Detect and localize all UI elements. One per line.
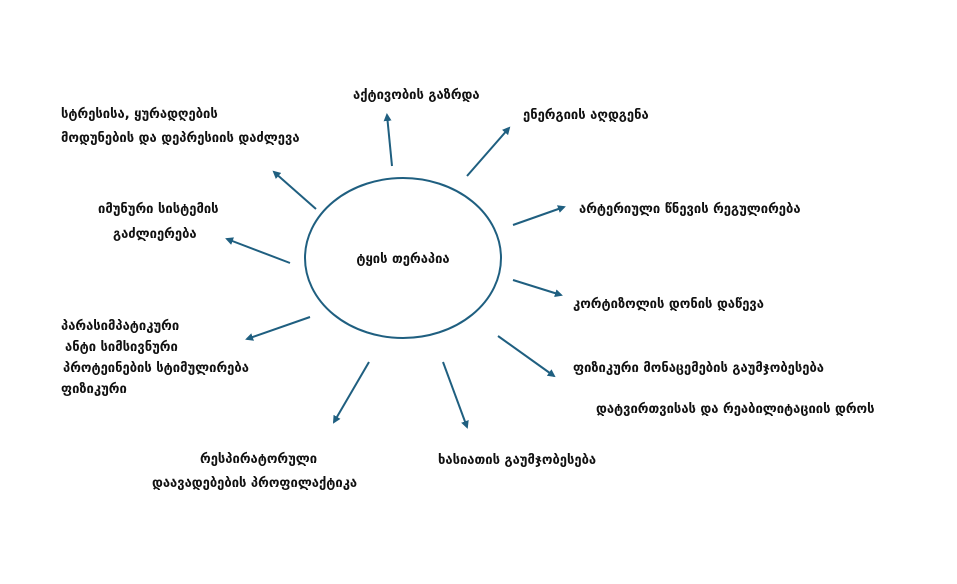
label-parasympathetic-line4: ფიზიკური bbox=[61, 382, 127, 397]
label-physical-line2: დატვირთვისას და რეაბილიტაციის დროს bbox=[596, 402, 875, 417]
arrow-immune bbox=[225, 237, 291, 264]
arrow-energy bbox=[466, 126, 511, 177]
label-stress-line2: მოდუნების და დეპრესიის დაძლევა bbox=[61, 131, 300, 146]
arrow-blood-pressure bbox=[512, 205, 566, 226]
label-parasympathetic-line3: პროტეინების სტიმულირება bbox=[63, 361, 249, 376]
arrow-respiratory bbox=[332, 361, 370, 424]
arrow-activity bbox=[383, 113, 393, 167]
label-parasympathetic-line1: პარასიმპატიკური bbox=[61, 319, 179, 334]
arrow-stress bbox=[272, 170, 317, 210]
arrow-physical bbox=[497, 335, 556, 378]
arrow-parasympathetic bbox=[245, 316, 311, 341]
label-respiratory-line1: რესპირატორული bbox=[200, 452, 317, 467]
label-respiratory-line2: დაავადებების პროფილაქტიკა bbox=[152, 476, 357, 491]
label-activity: აქტივობის გაზრდა bbox=[353, 88, 480, 103]
arrow-cortisol bbox=[512, 279, 563, 298]
label-cortisol: კორტიზოლის დონის დაწევა bbox=[573, 297, 764, 312]
center-label: ტყის თერაპია bbox=[356, 252, 449, 267]
arrow-mood bbox=[442, 361, 469, 429]
label-immune-line1: იმუნური სისტემის bbox=[98, 202, 219, 217]
center-circle bbox=[304, 177, 502, 339]
label-energy: ენერგიის აღდგენა bbox=[523, 108, 649, 123]
label-physical-line1: ფიზიკური მონაცემების გაუმჯობესება bbox=[573, 361, 824, 376]
label-blood-pressure: არტერიული წნევის რეგულირება bbox=[579, 202, 801, 217]
label-parasympathetic-line2: ანტი სიმსივნური bbox=[65, 340, 178, 355]
label-stress-line1: სტრესისა, ყურადღების bbox=[61, 107, 218, 122]
label-mood: ხასიათის გაუმჯობესება bbox=[438, 453, 596, 468]
label-immune-line2: გაძლიერება bbox=[113, 227, 197, 242]
